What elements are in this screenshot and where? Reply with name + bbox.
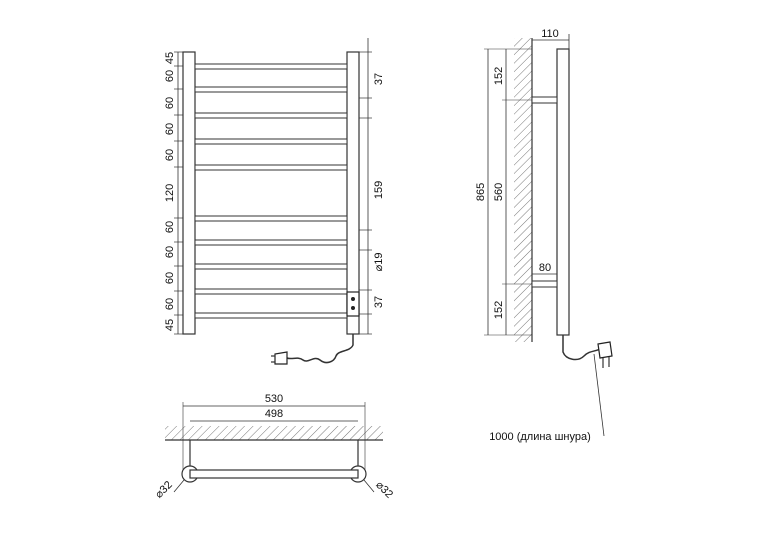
dim-top-offset: 152 bbox=[493, 67, 505, 85]
dim-depth: 110 bbox=[541, 28, 559, 40]
dim-left-6: 60 bbox=[164, 221, 176, 233]
side-view bbox=[484, 34, 613, 437]
dim-overall-width: 530 bbox=[265, 393, 283, 405]
crossbar bbox=[194, 239, 348, 246]
crossbar bbox=[194, 138, 348, 145]
dim-right-0: 37 bbox=[373, 73, 385, 85]
front-left-dimensions: 45 60 60 60 60 120 60 60 60 60 45 bbox=[164, 52, 176, 331]
wall-hatch bbox=[514, 38, 532, 342]
crossbar bbox=[194, 164, 348, 171]
dim-left-7: 60 bbox=[164, 246, 176, 258]
crossbar bbox=[194, 215, 348, 222]
cord-leader-line bbox=[593, 353, 605, 437]
bottom-bracket bbox=[531, 280, 558, 288]
side-pole bbox=[556, 48, 570, 336]
front-view bbox=[174, 38, 372, 365]
left-pole bbox=[182, 51, 196, 335]
crossbar bbox=[194, 288, 348, 295]
cord-length-note: 1000 (длина шнура) bbox=[489, 431, 591, 443]
power-cord bbox=[286, 334, 354, 364]
front-right-dimensions: 37 159 ⌀19 37 bbox=[373, 73, 385, 308]
dim-left-3: 60 bbox=[164, 123, 176, 135]
crossbar bbox=[194, 86, 348, 93]
side-plug-icon bbox=[597, 341, 613, 359]
dim-right-2: ⌀19 bbox=[373, 253, 385, 272]
dim-left-diameter: ⌀32 bbox=[153, 479, 175, 501]
dim-bracket-depth: 80 bbox=[539, 262, 551, 274]
dim-total-height: 865 bbox=[475, 183, 487, 201]
dim-left-2: 60 bbox=[164, 97, 176, 109]
plug-icon bbox=[274, 351, 288, 365]
control-unit bbox=[346, 291, 360, 317]
dim-left-5: 120 bbox=[164, 184, 176, 202]
dim-right-3: 37 bbox=[373, 296, 385, 308]
indicator-dot bbox=[351, 306, 355, 310]
dim-right-1: 159 bbox=[373, 181, 385, 199]
crossbar bbox=[194, 112, 348, 119]
dim-inner-width: 498 bbox=[265, 408, 283, 420]
dim-left-8: 60 bbox=[164, 272, 176, 284]
top-wall-hatch bbox=[165, 426, 383, 440]
crossbars bbox=[194, 63, 348, 319]
dim-left-10: 45 bbox=[164, 319, 176, 331]
dim-left-4: 60 bbox=[164, 149, 176, 161]
side-power-cord bbox=[562, 335, 603, 361]
crossbar bbox=[194, 63, 348, 70]
top-bracket bbox=[531, 96, 558, 104]
top-view bbox=[165, 402, 383, 493]
indicator-dot bbox=[351, 297, 355, 301]
dim-right-diameter: ⌀32 bbox=[373, 479, 395, 501]
crossbar bbox=[194, 312, 348, 319]
crossbar bbox=[194, 263, 348, 270]
dim-left-0: 45 bbox=[164, 52, 176, 64]
dim-left-1: 60 bbox=[164, 70, 176, 82]
dim-mount-spacing: 560 bbox=[493, 183, 505, 201]
top-crossbar bbox=[189, 469, 359, 479]
dim-bottom-offset: 152 bbox=[493, 301, 505, 319]
dim-left-9: 60 bbox=[164, 298, 176, 310]
